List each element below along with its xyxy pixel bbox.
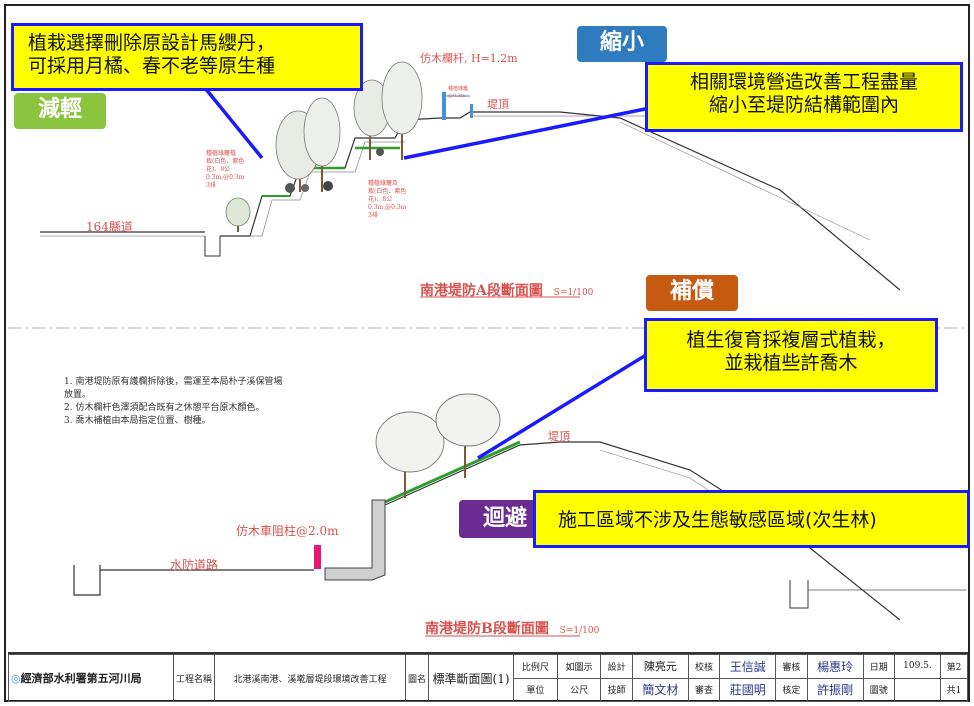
tree-b2 (435, 393, 501, 478)
railing-post (442, 92, 446, 120)
tag-reduce: 減輕 (14, 93, 106, 129)
leader-lines (203, 86, 651, 460)
road-label-b: 水防道路 (170, 558, 219, 572)
drawing-name: 標準斷面圖(1) (428, 654, 515, 702)
callout-compensate: 植生復育採複層式植栽， 並栽植些許喬木 (644, 318, 938, 392)
general-notes: 1. 南港堤防原有護欄拆除後，需運至本局朴子溪保管場 放置。 2. 仿木欄杆色澤… (64, 377, 283, 426)
tag-shrink: 縮小 (577, 26, 667, 62)
agency-name: ◎經濟部水利署第五河川局 (8, 654, 174, 702)
tree-a3 (353, 79, 391, 160)
tree-b1 (375, 411, 445, 498)
leader-shrink (403, 106, 651, 160)
leader-compensate (477, 353, 647, 460)
section-a-title: 南港堤防A段斷面圖 S=1/100 (420, 283, 594, 299)
bollard (314, 545, 321, 569)
tag-compensate: 補償 (646, 275, 738, 311)
project-name: 北港溪南港、溪墘層堤段環境改善工程 (214, 654, 407, 702)
bollard-label: 仿木車阻柱@2.0m (236, 524, 339, 538)
crest-label-b: 堤頂 (548, 430, 570, 443)
sheet-number: 第2 (939, 654, 969, 679)
section-b-title: 南港堤防B段斷面圖 S=1/100 (425, 621, 600, 637)
agency-logo-icon: ◎ (11, 672, 21, 685)
reviewer-signature: 莊國明 (719, 677, 777, 702)
drafter-signature: 簡文材 (631, 677, 689, 702)
callout-avoid: 施工區域不涉及生態敏感區域(次生林) (533, 490, 970, 548)
title-block-table: ◎經濟部水利署第五河川局 工程名稱 北港溪南港、溪墘層堤段環境改善工程 圖名 標… (8, 654, 969, 702)
road-label-a: 164縣道 (86, 220, 133, 234)
section-b-drawing (73, 393, 966, 637)
callout-shrink: 相關環境營造改善工程盡量 縮小至堤防結構範圍內 (645, 62, 963, 132)
title-block: ◎經濟部水利署第五河川局 工程名稱 北港溪南港、溪墘層堤段環境改善工程 圖名 標… (8, 652, 969, 702)
approver-signature: 許振剛 (806, 677, 864, 702)
auditor-signature: 楊惠玲 (806, 654, 864, 679)
plant-note-2: 種植綠籬及 栽(白色、紫色 花)、8公 0.3m,@0.3m 3排 (368, 180, 407, 219)
tree-a4 (381, 61, 423, 160)
crest-label-a: 堤頂 (487, 98, 509, 111)
rail-note: 種植綠籬 @0.3m (448, 86, 469, 99)
tree-a2 (303, 97, 341, 192)
designer-name: 陳亮元 (631, 654, 689, 679)
railing-label: 仿木欄杆, H=1.2m (420, 52, 518, 65)
leader-reduce (203, 86, 264, 160)
checker-signature: 王信誠 (719, 654, 777, 679)
plant-note-1: 種植綠籬植 栽(白色、紫色 花)、8公 0.3m,@0.3m 3排 (206, 150, 245, 189)
tree-a5 (225, 197, 251, 232)
callout-reduce: 植栽選擇刪除原設計馬纓丹， 可採用月橘、春不老等原生種 (11, 23, 363, 91)
